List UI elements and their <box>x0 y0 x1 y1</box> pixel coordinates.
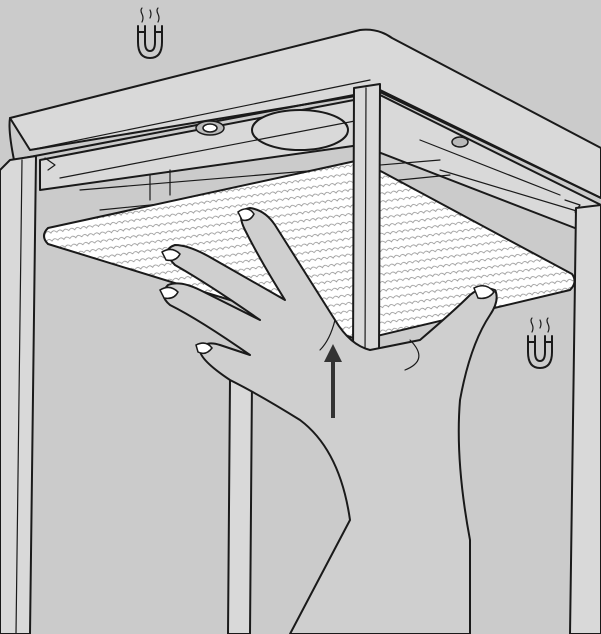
magnet-icon <box>137 7 163 59</box>
up-arrow-icon <box>324 344 342 418</box>
right-pillar <box>569 204 601 634</box>
left-front-pillar <box>0 155 37 634</box>
rear-left-pillar <box>227 379 253 634</box>
magnet-icon <box>527 317 553 369</box>
hand <box>159 207 498 634</box>
build-plate <box>43 159 576 341</box>
